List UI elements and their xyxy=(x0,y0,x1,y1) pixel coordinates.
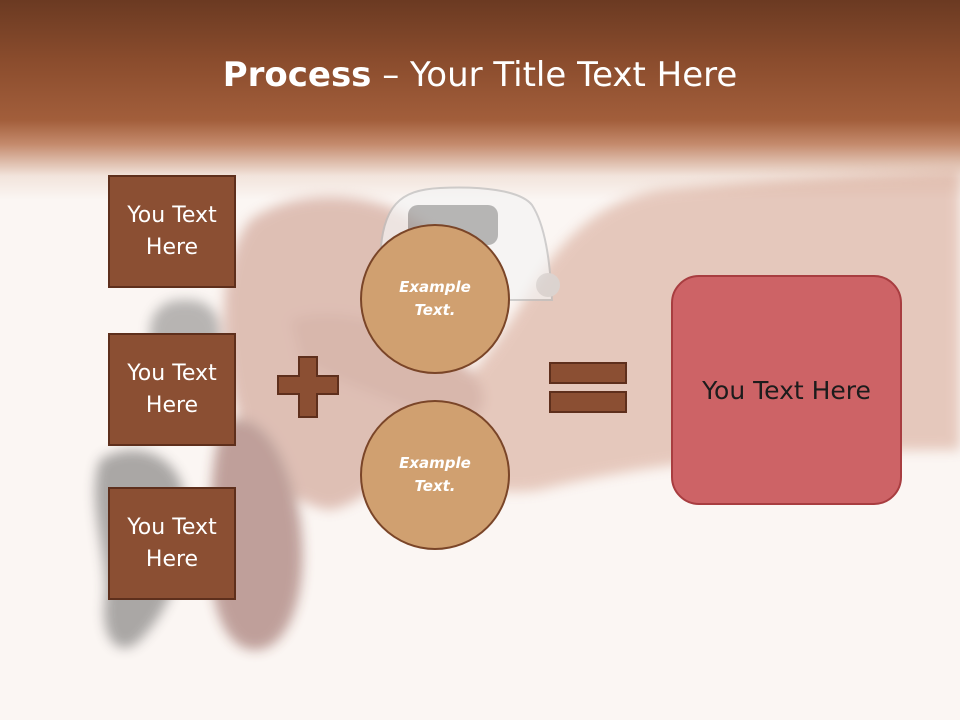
example-circle-2[interactable]: Example Text. xyxy=(360,400,510,550)
title-rest: – Your Title Text Here xyxy=(371,55,738,95)
input-box-1[interactable]: You Text Here xyxy=(108,175,236,288)
input-box-2[interactable]: You Text Here xyxy=(108,333,236,446)
input-box-3[interactable]: You Text Here xyxy=(108,487,236,600)
title-bold: Process xyxy=(222,55,372,95)
slide-title: Process – Your Title Text Here xyxy=(0,52,960,98)
example-circle-1[interactable]: Example Text. xyxy=(360,224,510,374)
header-band xyxy=(0,0,960,200)
result-box[interactable]: You Text Here xyxy=(671,275,902,505)
